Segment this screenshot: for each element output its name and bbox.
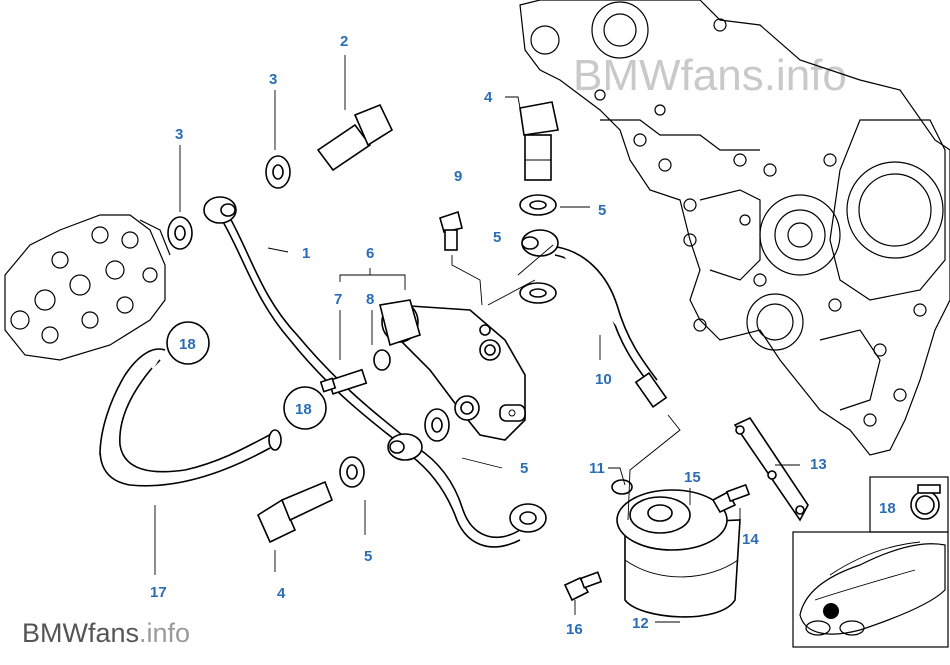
label-part-5-b: 5 bbox=[493, 229, 501, 246]
location-dot bbox=[823, 603, 839, 619]
label-part-18-lower: 18 bbox=[295, 401, 312, 418]
label-part-11: 11 bbox=[589, 460, 605, 477]
leader-lines bbox=[154, 55, 800, 623]
watermark-brand: BMWfans bbox=[22, 618, 139, 648]
engine-timing-cover bbox=[519, 0, 950, 456]
label-part-1: 1 bbox=[302, 245, 310, 262]
hose-10 bbox=[521, 229, 668, 408]
watermark-top: BMWfans.info bbox=[573, 51, 847, 100]
washers bbox=[167, 155, 633, 495]
label-part-15: 15 bbox=[684, 469, 701, 486]
watermark-suffix: .info bbox=[139, 618, 190, 648]
clamp-circle-upper bbox=[166, 321, 210, 365]
label-part-10: 10 bbox=[595, 371, 612, 388]
banjo-bolt-4-bottom bbox=[256, 480, 334, 544]
label-part-3-left: 3 bbox=[175, 126, 183, 143]
watermark-bottom: BMWfans.info bbox=[22, 618, 190, 648]
bolt-16 bbox=[563, 571, 603, 602]
valve-body bbox=[379, 299, 526, 441]
clamp-inset bbox=[869, 476, 949, 533]
bolt-14 bbox=[711, 483, 751, 514]
banjo-bolt-2 bbox=[316, 103, 394, 172]
label-part-5-a: 5 bbox=[598, 202, 606, 219]
hose-17 bbox=[99, 348, 282, 487]
label-part-4-top: 4 bbox=[484, 89, 493, 106]
banjo-bolt-4-top bbox=[519, 101, 559, 181]
label-part-14: 14 bbox=[742, 531, 759, 548]
label-part-8: 8 bbox=[366, 291, 374, 308]
label-part-7: 7 bbox=[334, 291, 342, 308]
label-part-3-upper: 3 bbox=[269, 71, 277, 88]
label-part-17: 17 bbox=[150, 584, 167, 601]
label-part-18-inset: 18 bbox=[879, 500, 896, 517]
sensor-7 bbox=[319, 368, 368, 395]
svg-text:BMWfans.info: BMWfans.info bbox=[22, 618, 190, 648]
car-location-inset bbox=[792, 531, 949, 648]
bolt-9 bbox=[439, 210, 463, 251]
pump-assembly bbox=[4, 214, 171, 361]
label-part-16: 16 bbox=[566, 621, 583, 638]
bracket-13 bbox=[733, 416, 809, 522]
label-part-12: 12 bbox=[632, 615, 649, 632]
clamp-circle-lower bbox=[283, 386, 327, 430]
label-part-18-upper: 18 bbox=[179, 336, 196, 353]
hose-lower bbox=[387, 433, 547, 548]
oil-filter bbox=[616, 489, 741, 618]
label-part-13: 13 bbox=[810, 456, 827, 473]
label-part-5-d: 5 bbox=[364, 548, 372, 565]
label-part-6: 6 bbox=[366, 245, 374, 262]
label-part-2: 2 bbox=[340, 33, 348, 50]
label-part-4-bottom: 4 bbox=[277, 585, 286, 602]
label-part-9: 9 bbox=[454, 168, 462, 185]
label-part-5-c: 5 bbox=[520, 460, 528, 477]
